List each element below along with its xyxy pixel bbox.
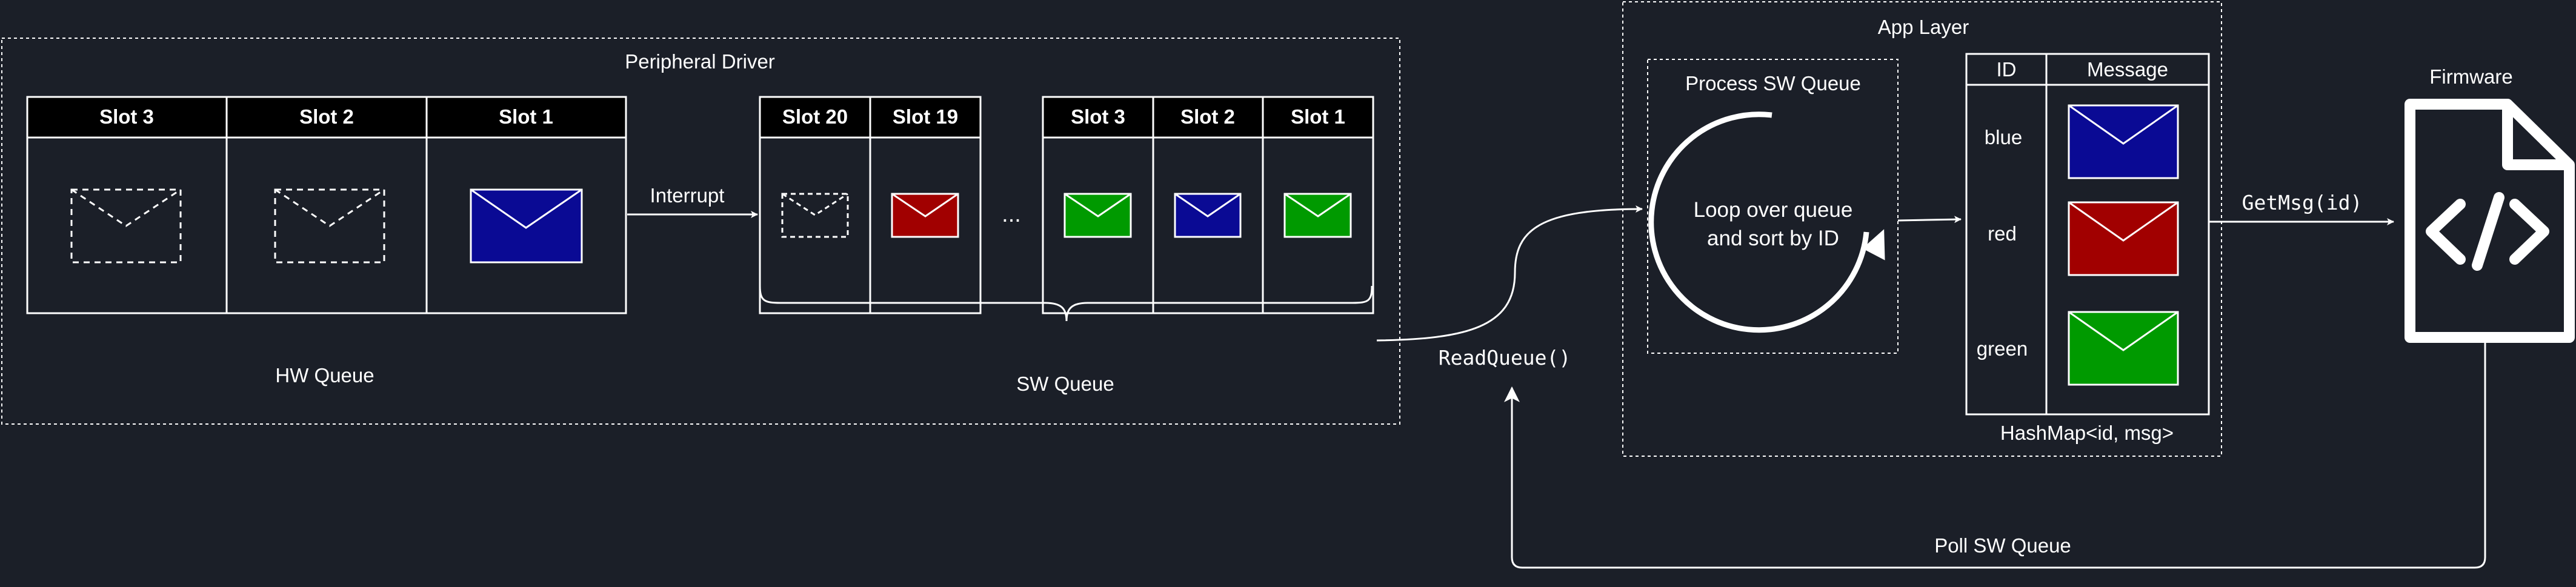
hashmap-row-id: green — [1977, 337, 2028, 360]
green-envelope-icon — [1063, 193, 1132, 238]
getmsg-label: GetMsg(id) — [2242, 191, 2363, 214]
process-sw-queue-title: Process SW Queue — [1685, 72, 1861, 95]
peripheral-driver-title: Peripheral Driver — [625, 50, 775, 73]
empty-envelope-icon — [70, 188, 182, 264]
hw-queue-table: Slot 3 Slot 2 Slot 1 — [26, 96, 627, 314]
read-queue-connector — [1376, 205, 1643, 342]
loop-arrowhead-icon — [1862, 229, 1885, 260]
queue-ellipsis: ... — [1002, 202, 1021, 227]
poll-connector — [1504, 343, 2486, 569]
peripheral-driver-group: Peripheral Driver Slot 3 Slot 2 Slot 1 — [1, 38, 1400, 425]
process-to-hashmap-arrow — [1897, 216, 1962, 224]
hashmap-id-header: ID — [1997, 58, 2017, 81]
read-queue-label: ReadQueue() — [1439, 346, 1571, 370]
hashmap-row-id: red — [1988, 222, 2017, 245]
firmware-title: Firmware — [2429, 65, 2513, 88]
hw-queue-body — [26, 136, 627, 314]
sw-queue-label: SW Queue — [1016, 373, 1114, 395]
code-file-icon — [2405, 99, 2575, 343]
sw-slot-header: Slot 19 — [893, 105, 958, 128]
sw-queue-left-table: Slot 20 Slot 19 — [759, 96, 982, 314]
blue-envelope-icon — [470, 188, 583, 264]
sw-slot-header: Slot 2 — [1180, 105, 1235, 128]
process-line-1: Loop over queue — [1694, 198, 1853, 222]
process-sw-queue-box — [1647, 59, 1899, 354]
hw-slot-header: Slot 1 — [499, 105, 553, 128]
process-line-2: and sort by ID — [1707, 227, 1839, 250]
empty-envelope-icon — [274, 188, 385, 264]
sw-slot-header: Slot 20 — [782, 105, 848, 128]
loop-arrow-icon — [1648, 111, 1869, 333]
sw-slot-header: Slot 3 — [1071, 105, 1125, 128]
red-envelope-icon — [2068, 201, 2179, 276]
empty-envelope-icon — [781, 193, 849, 238]
hashmap-table: ID Message blue red green — [1965, 53, 2210, 416]
hashmap-caption: HashMap<id, msg> — [2000, 422, 2174, 444]
sw-slot-header: Slot 1 — [1291, 105, 1345, 128]
sw-queue-brace — [759, 285, 1373, 322]
sw-queue-right-table: Slot 3 Slot 2 Slot 1 — [1042, 96, 1374, 314]
blue-envelope-icon — [1174, 193, 1242, 238]
hashmap-row-id: blue — [1985, 126, 2022, 148]
interrupt-label: Interrupt — [650, 184, 725, 207]
hashmap-message-header: Message — [2087, 58, 2168, 81]
app-layer-title: App Layer — [1878, 16, 1969, 38]
green-envelope-icon — [1283, 193, 1352, 238]
app-layer-container — [1622, 1, 2222, 457]
hw-slot-header: Slot 3 — [99, 105, 154, 128]
hw-slot-header: Slot 2 — [299, 105, 354, 128]
hw-queue-label: HW Queue — [275, 364, 374, 386]
peripheral-driver-container — [1, 38, 1400, 425]
blue-envelope-icon — [2068, 104, 2179, 179]
red-envelope-icon — [891, 193, 959, 238]
app-layer-group: App Layer Process SW Queue Loop over que… — [1622, 1, 2222, 457]
green-envelope-icon — [2068, 311, 2179, 386]
poll-label: Poll SW Queue — [1934, 534, 2071, 557]
